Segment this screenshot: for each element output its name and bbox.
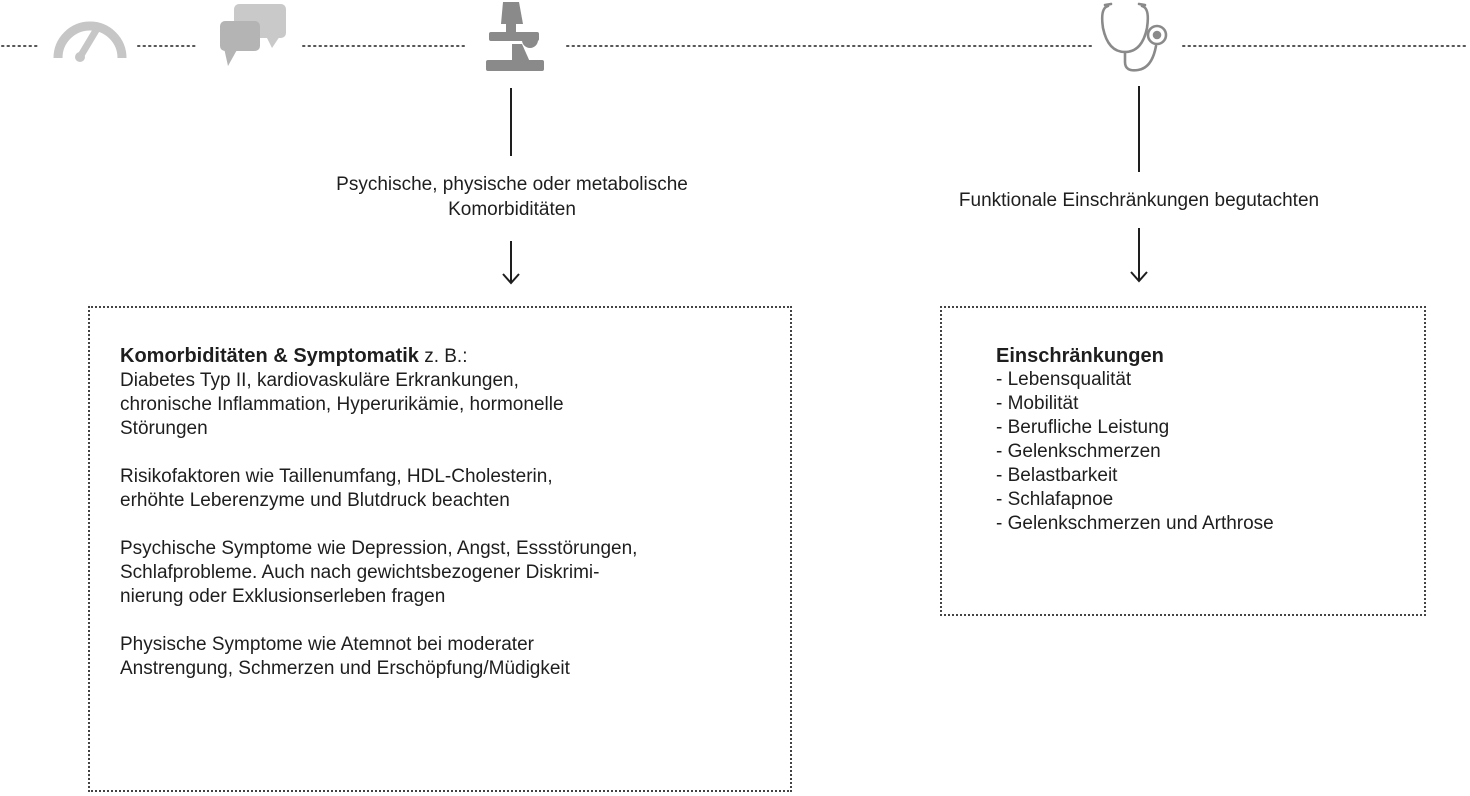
comorbidities-label-line: Psychische, physische oder metabolische <box>336 174 688 195</box>
microscope-icon <box>486 2 544 71</box>
psychological-symptoms-paragraph-line: Schlafprobleme. Auch nach gewichtsbezoge… <box>120 562 600 583</box>
limitation-item: Belastbarkeit <box>996 464 1416 488</box>
psychological-symptoms-paragraph-line: nierung oder Exklusionserleben fragen <box>120 586 446 607</box>
risk-factors-paragraph-line: erhöhte Leberenzyme und Blutdruck beacht… <box>120 490 510 511</box>
speedometer-icon <box>53 21 127 62</box>
physical-symptoms-paragraph-line: Anstrengung, Schmerzen und Erschöpfung/M… <box>120 658 570 679</box>
risk-factors-paragraph-line: Risikofaktoren wie Taillenumfang, HDL-Ch… <box>120 466 553 487</box>
physical-symptoms-paragraph-line: Physische Symptome wie Atemnot bei moder… <box>120 634 534 655</box>
limitation-item: Mobilität <box>996 392 1416 416</box>
arrow-down-left <box>502 241 520 285</box>
comorbidities-heading: Komorbiditäten & Symptomatik <box>120 345 419 367</box>
limitation-item: Lebensqualität <box>996 368 1416 392</box>
limitations-heading: Einschränkungen <box>996 345 1164 367</box>
comorbidities-paragraph-line: Störungen <box>120 418 208 439</box>
limitation-item: Berufliche Leistung <box>996 416 1416 440</box>
functional-limitations-label: Funktionale Einschränkungen begutachten <box>932 188 1346 213</box>
limitation-item: Gelenkschmerzen und Arthrose <box>996 512 1416 536</box>
limitations-box: Einschränkungen Lebensqualität Mobilität… <box>940 306 1426 616</box>
comorbidities-heading-suffix: z. B.: <box>418 346 468 367</box>
limitation-item: Gelenkschmerzen <box>996 440 1416 464</box>
psychological-symptoms-paragraph-line: Psychische Symptome wie Depression, Angs… <box>120 538 638 559</box>
arrow-down-right <box>1130 228 1148 283</box>
limitation-item: Schlafapnoe <box>996 488 1416 512</box>
comorbidities-heading-line: Komorbiditäten & Symptomatik z. B.: <box>120 344 780 369</box>
comorbidities-paragraph-line: chronische Inflammation, Hyperurikämie, … <box>120 394 564 415</box>
comorbidities-label: Psychische, physische oder metabolische … <box>272 172 752 222</box>
comorbidities-paragraph-line: Diabetes Typ II, kardiovaskuläre Erkrank… <box>120 370 519 391</box>
chat-bubbles-icon <box>220 4 286 66</box>
comorbidities-label-line: Komorbiditäten <box>448 199 576 220</box>
comorbidities-box: Komorbiditäten & Symptomatik z. B.: Diab… <box>88 306 792 792</box>
stethoscope-icon <box>1100 2 1168 72</box>
functional-limitations-label-text: Funktionale Einschränkungen begutachten <box>958 190 1320 211</box>
